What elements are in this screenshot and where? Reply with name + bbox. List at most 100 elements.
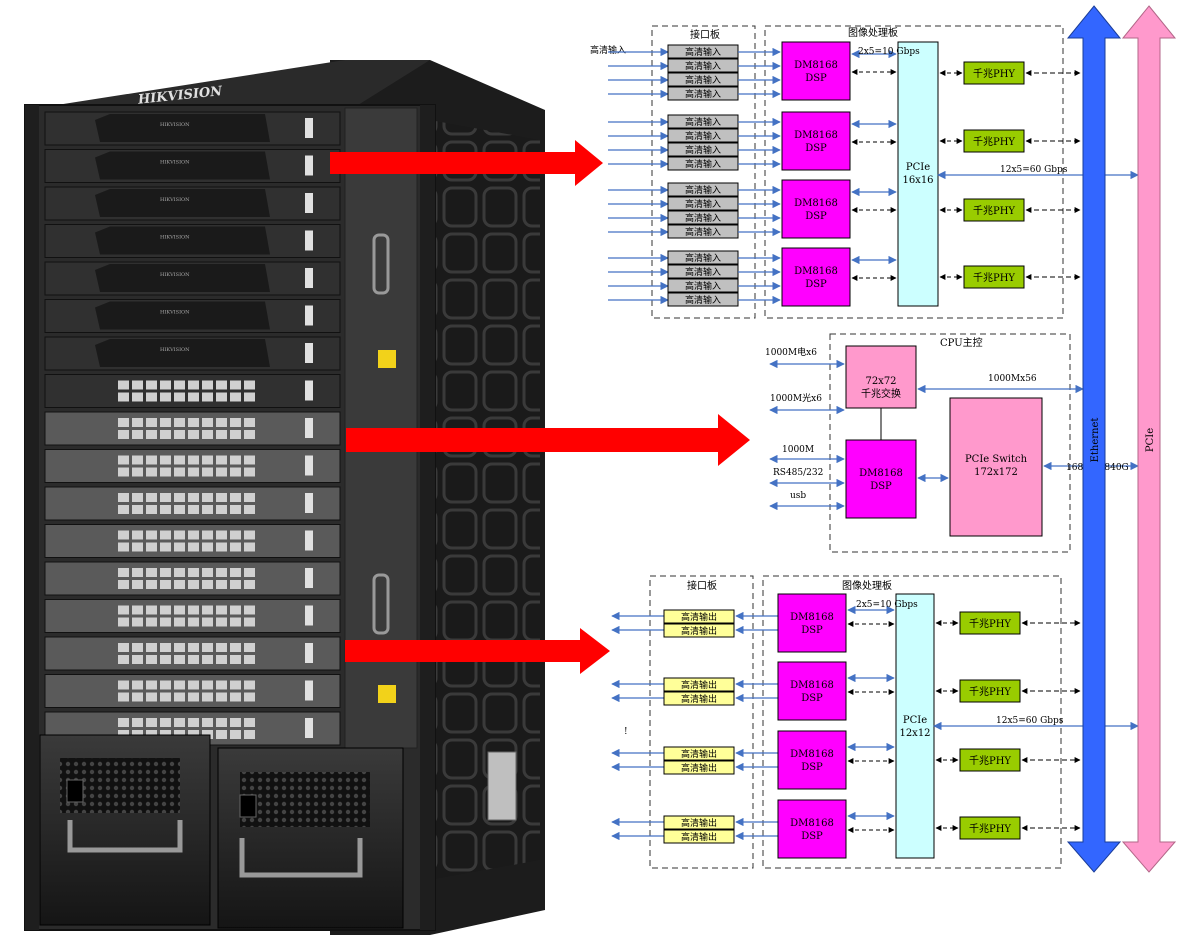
port — [132, 655, 143, 664]
port — [132, 542, 143, 552]
port — [188, 568, 199, 577]
cpu-frame — [829, 333, 1071, 553]
port — [146, 605, 157, 615]
port — [216, 605, 227, 615]
line-card: HIKVISION — [44, 336, 341, 371]
hd-output-cell — [663, 746, 735, 761]
port — [160, 718, 171, 727]
psu-handle-right[interactable] — [239, 838, 363, 878]
hd-input-cell-label: 高清输入 — [685, 116, 721, 128]
port — [202, 617, 213, 627]
card-latch[interactable] — [305, 455, 313, 476]
port — [132, 605, 143, 615]
port — [230, 430, 241, 439]
port — [160, 692, 171, 702]
card-latch[interactable] — [305, 380, 313, 401]
port — [216, 455, 227, 465]
dsp-label-1: DM8168 — [794, 266, 838, 277]
card-latch[interactable] — [305, 268, 313, 288]
port — [230, 730, 241, 739]
port — [160, 530, 171, 540]
port — [188, 643, 199, 652]
port — [118, 392, 129, 402]
port — [244, 542, 255, 552]
port — [244, 730, 255, 739]
card-latch[interactable] — [305, 718, 313, 738]
port — [118, 605, 129, 615]
port — [188, 692, 199, 702]
dsp-label-1: DM8168 — [790, 818, 834, 829]
output-dsp — [777, 593, 847, 653]
port — [188, 467, 199, 477]
card-latch[interactable] — [305, 305, 313, 326]
line-card — [44, 486, 341, 521]
port — [160, 605, 171, 615]
card-latch[interactable] — [305, 568, 313, 588]
psu-handle-left[interactable] — [67, 820, 183, 853]
bay-handle-bottom[interactable] — [372, 573, 390, 635]
port — [230, 392, 241, 402]
card-latch[interactable] — [305, 155, 313, 176]
card-latch[interactable] — [305, 605, 313, 626]
port — [160, 505, 171, 514]
port — [188, 655, 199, 664]
card-latch[interactable] — [305, 680, 313, 701]
port — [202, 692, 213, 702]
hd-output-cell — [663, 623, 735, 638]
card-faceplate — [44, 561, 341, 596]
card-latch[interactable] — [305, 230, 313, 251]
port — [202, 380, 213, 390]
switch-72x72 — [845, 345, 917, 409]
hd-output-cell-label: 高清输出 — [681, 693, 717, 705]
card-latch[interactable] — [305, 493, 313, 513]
port — [202, 530, 213, 540]
side-handle[interactable] — [487, 751, 517, 821]
port — [160, 655, 171, 664]
port — [118, 718, 129, 727]
port — [174, 655, 185, 664]
port — [244, 655, 255, 664]
port — [216, 430, 227, 439]
port — [230, 643, 241, 652]
port — [132, 580, 143, 589]
card-latch[interactable] — [305, 530, 313, 551]
dsp-label-2: DSP — [805, 143, 827, 154]
bay-handle-top[interactable] — [372, 233, 390, 295]
port — [118, 580, 129, 589]
port — [188, 418, 199, 427]
input-dsp — [781, 247, 851, 307]
card-latch[interactable] — [305, 118, 313, 138]
card-latch[interactable] — [305, 418, 313, 438]
card-latch[interactable] — [305, 343, 313, 363]
hd-input-cell-label: 高清输入 — [685, 88, 721, 100]
port — [146, 617, 157, 627]
pcie-box-bottom — [895, 593, 935, 859]
card-latch[interactable] — [305, 193, 313, 213]
port — [244, 680, 255, 690]
port — [174, 467, 185, 477]
port — [160, 680, 171, 690]
port — [146, 542, 157, 552]
port — [216, 418, 227, 427]
pcie-label-bottom-1: PCIe — [903, 715, 927, 726]
dsp-link-label-top: 2x5=10 Gbps — [858, 47, 920, 57]
port — [118, 530, 129, 540]
port — [216, 493, 227, 502]
cpu-port: usb — [769, 491, 845, 511]
card-latch[interactable] — [305, 643, 313, 663]
port — [118, 692, 129, 702]
line-card: HIKVISION — [44, 149, 341, 183]
pcie-bus — [1121, 5, 1177, 873]
line-card — [44, 374, 341, 408]
cpu-dsp-label-2: DSP — [870, 481, 892, 492]
line-card: HIKVISION — [44, 186, 341, 221]
cpu-port: 1000M电x6 — [765, 346, 845, 369]
port — [244, 568, 255, 577]
line-card — [44, 449, 341, 483]
port — [244, 467, 255, 477]
port — [118, 418, 129, 427]
front-frame-left — [25, 105, 39, 930]
